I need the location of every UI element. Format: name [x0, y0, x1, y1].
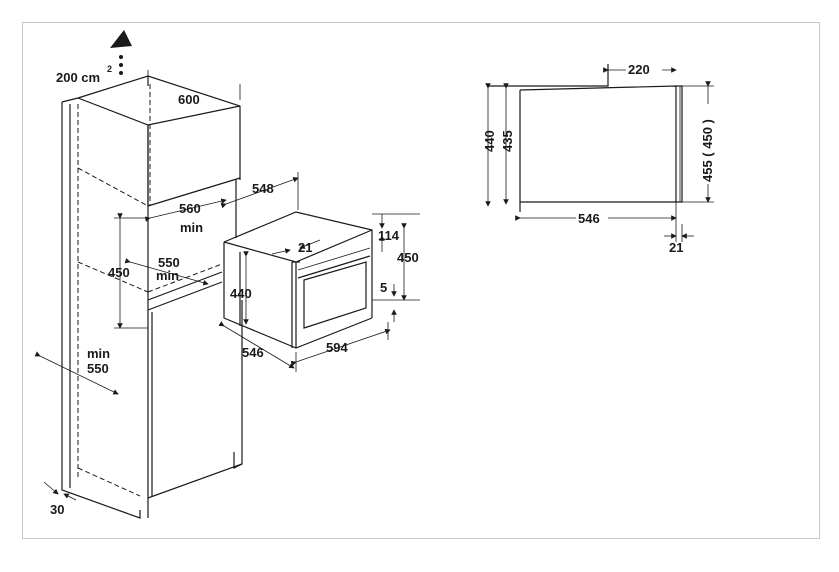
oven-front-width-label: 594 — [326, 340, 348, 355]
bottom-gap-label: 5 — [380, 280, 387, 295]
diagram-frame — [22, 22, 820, 539]
plinth-offset-label: 30 — [50, 502, 64, 517]
cabinet-width-label: 600 — [178, 92, 200, 107]
niche-depth-label: 560 — [179, 201, 201, 216]
ventilation-label: 200 cm — [56, 70, 100, 85]
side-outer-height-label: 440 — [482, 130, 497, 152]
niche-height-label: 450 — [108, 265, 130, 280]
cabinet-drawing — [61, 75, 243, 519]
side-view-drawing — [488, 64, 683, 212]
oven-total-height-label: 450 — [397, 250, 419, 265]
side-front-height-label: 455 ( 450 ) — [700, 119, 715, 182]
ventilation-superscript: 2 — [107, 64, 112, 74]
cabinet-depth-qualifier: min — [87, 346, 110, 361]
oven-body-width-label: 546 — [242, 345, 264, 360]
side-top-offset-label: 220 — [628, 62, 650, 77]
side-front-thickness-label: 21 — [669, 240, 683, 255]
top-gap-label: 114 — [378, 228, 400, 243]
oven-body-height-label: 440 — [230, 286, 252, 301]
niche-width-qualifier: min — [156, 268, 179, 283]
niche-depth-qualifier: min — [180, 220, 203, 235]
side-inner-height-label: 435 — [500, 130, 515, 152]
oven-depth-label: 548 — [252, 181, 274, 196]
front-thickness-label: 21 — [298, 240, 312, 255]
cabinet-depth-label: 550 — [87, 361, 109, 376]
niche-width-label: 550 — [158, 255, 180, 270]
ventilation-arrow — [110, 30, 132, 75]
side-body-depth-label: 546 — [578, 211, 600, 226]
